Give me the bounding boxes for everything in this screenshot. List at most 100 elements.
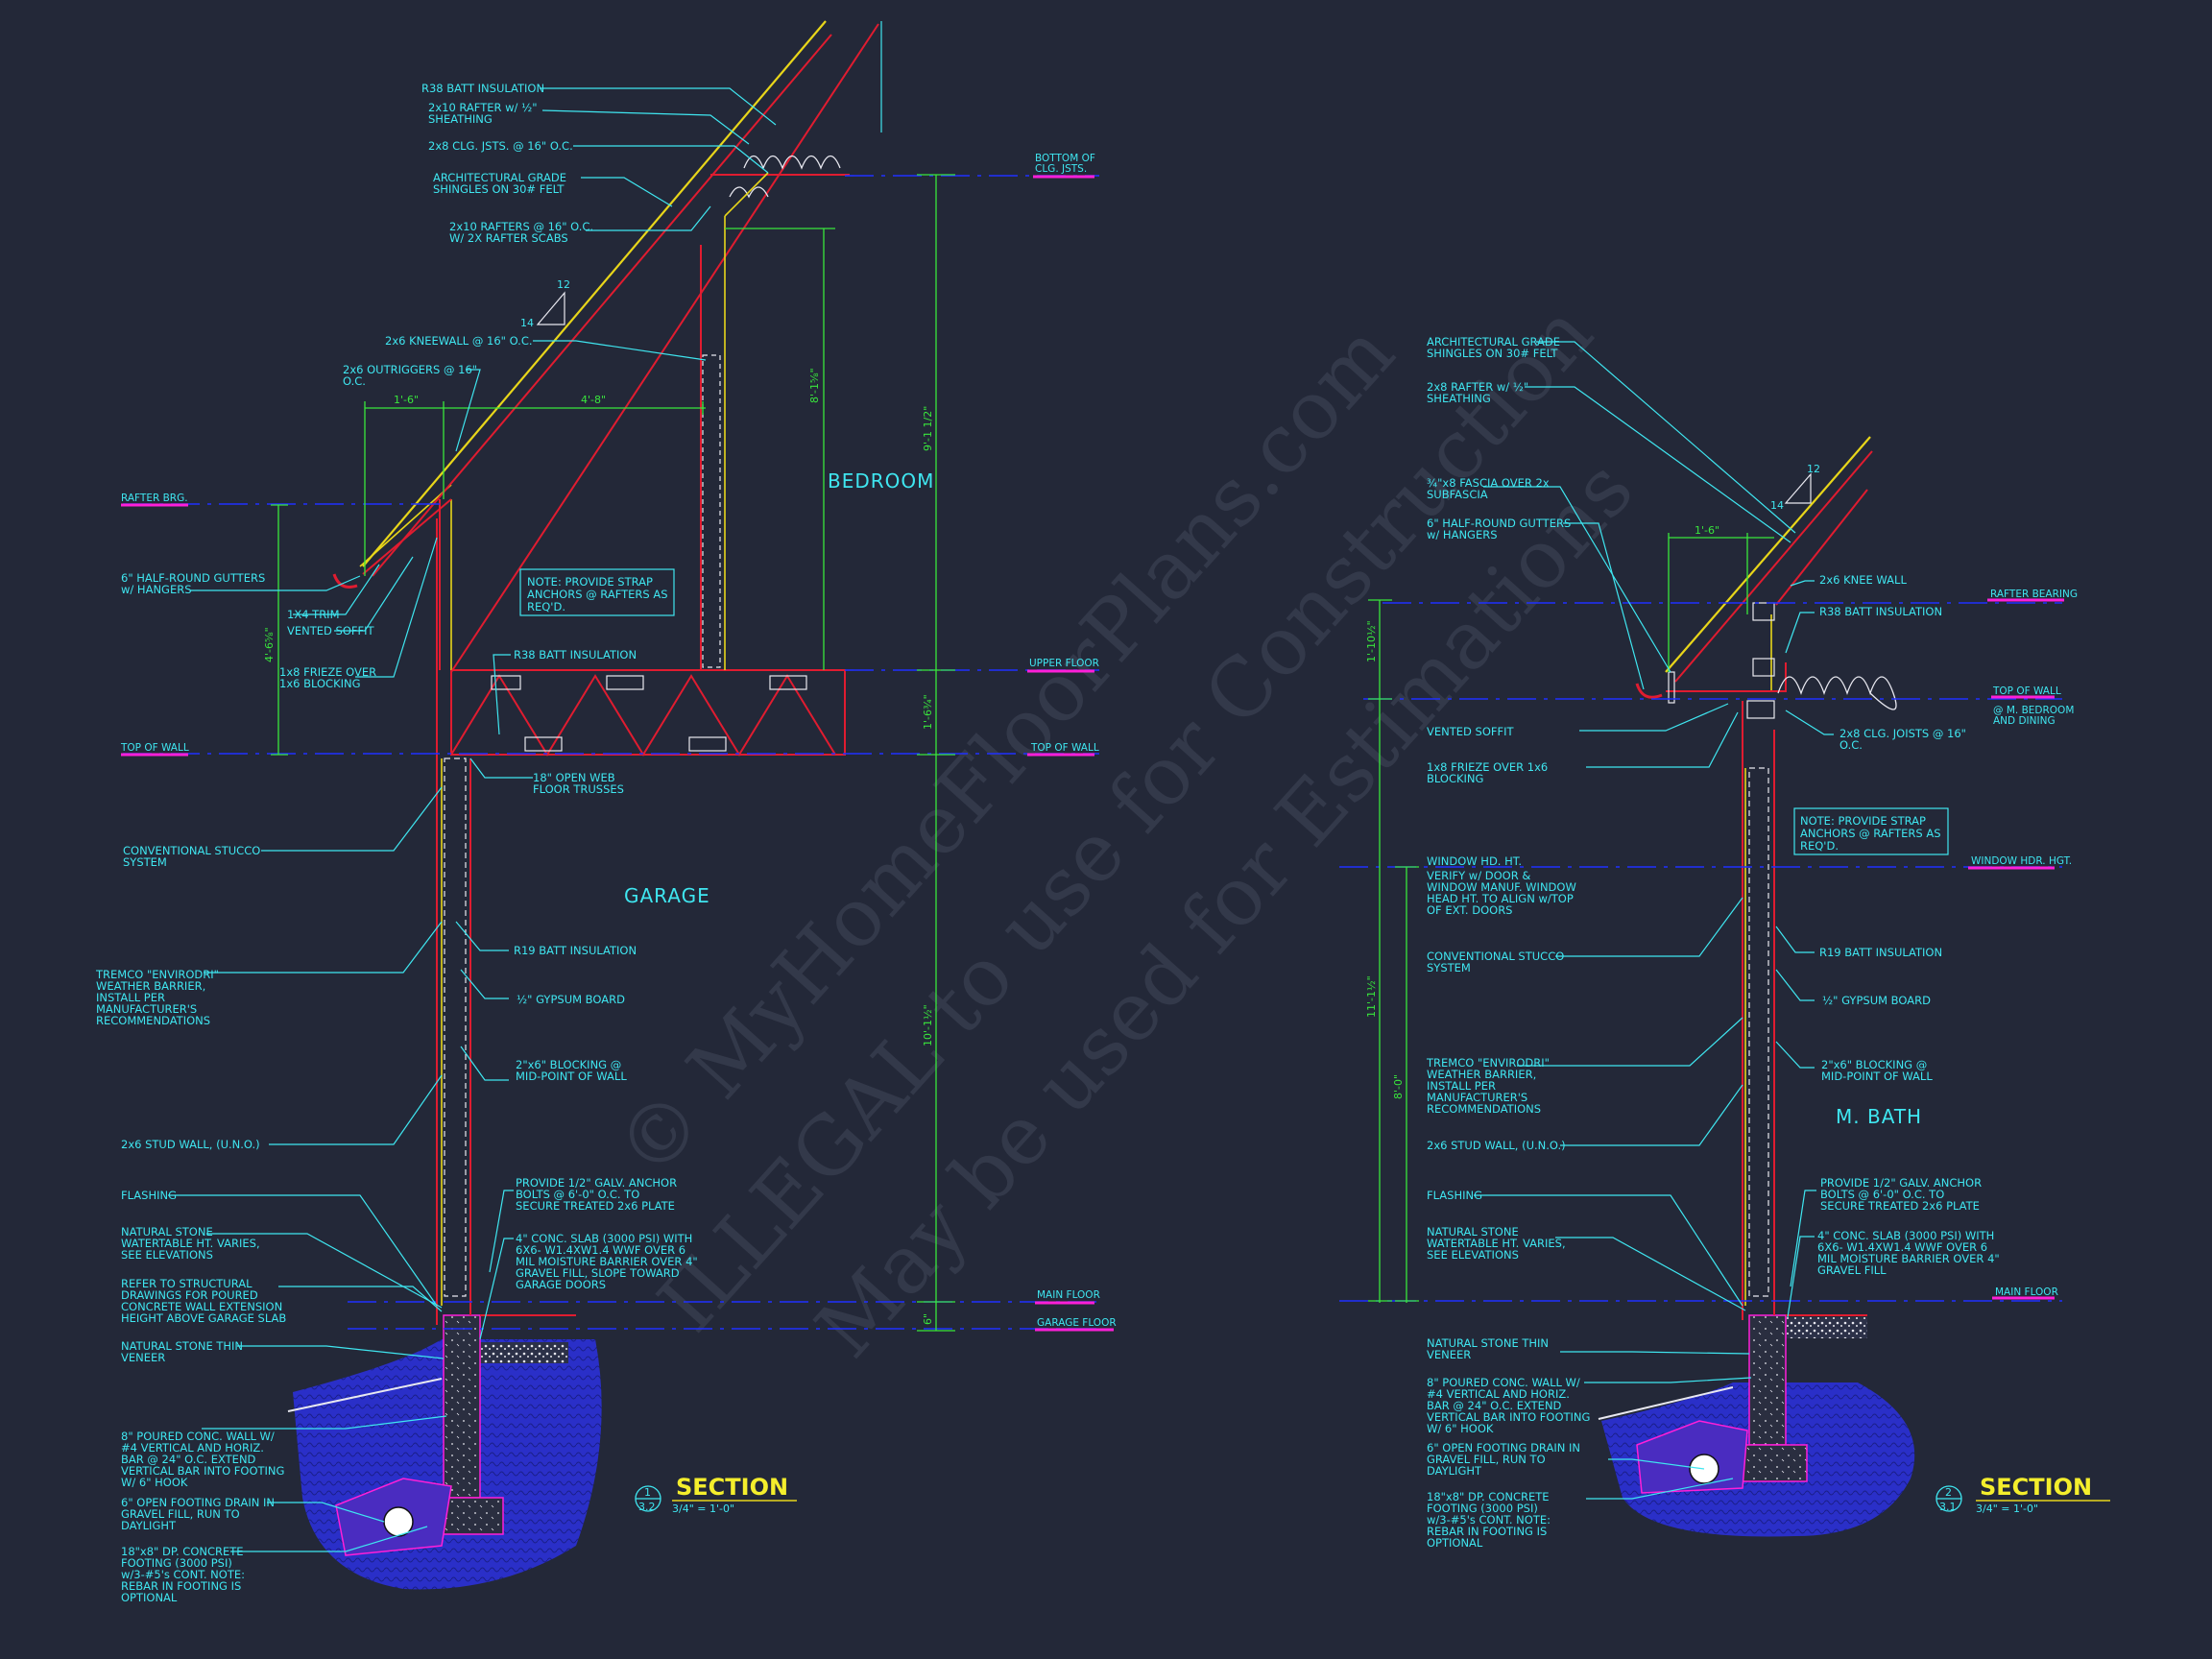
svg-text:WEATHER BARRIER,: WEATHER BARRIER, bbox=[1427, 1068, 1536, 1081]
svg-text:SHINGLES ON 30# FELT: SHINGLES ON 30# FELT bbox=[433, 182, 565, 196]
svg-text:MANUFACTURER'S: MANUFACTURER'S bbox=[96, 1002, 197, 1016]
svg-text:R19 BATT INSULATION: R19 BATT INSULATION bbox=[1819, 946, 1942, 959]
svg-text:REFER TO STRUCTURAL: REFER TO STRUCTURAL bbox=[121, 1277, 252, 1290]
svg-text:SEE ELEVATIONS: SEE ELEVATIONS bbox=[121, 1248, 213, 1262]
svg-text:SYSTEM: SYSTEM bbox=[1427, 961, 1471, 974]
svg-text:UPPER FLOOR: UPPER FLOOR bbox=[1029, 658, 1099, 669]
svg-text:O.C.: O.C. bbox=[343, 374, 366, 388]
wall-insulation-1 bbox=[444, 757, 467, 1297]
section-2-label: SECTION bbox=[1980, 1474, 2092, 1501]
watermark: © MyHomeFloorPlans.com ILLEGAL to use fo… bbox=[598, 286, 1651, 1375]
gravel-fill-2 bbox=[1786, 1317, 1867, 1338]
svg-text:VENEER: VENEER bbox=[121, 1351, 165, 1364]
svg-text:GRAVEL FILL, RUN TO: GRAVEL FILL, RUN TO bbox=[121, 1507, 240, 1521]
ceiling-insulation-2 bbox=[1777, 676, 1897, 710]
ceiling-insulation bbox=[729, 155, 841, 199]
svg-text:PROVIDE 1/2" GALV. ANCHOR: PROVIDE 1/2" GALV. ANCHOR bbox=[1820, 1176, 1982, 1190]
svg-text:SUBFASCIA: SUBFASCIA bbox=[1427, 488, 1488, 501]
svg-text:8" POURED CONC. WALL W/: 8" POURED CONC. WALL W/ bbox=[1427, 1376, 1580, 1389]
svg-text:HEAD HT. TO ALIGN w/TOP: HEAD HT. TO ALIGN w/TOP bbox=[1427, 892, 1574, 905]
dim-wall-ht-2: 11'-1½" bbox=[1365, 975, 1378, 1018]
svg-text:HEIGHT ABOVE GARAGE SLAB: HEIGHT ABOVE GARAGE SLAB bbox=[121, 1311, 286, 1325]
svg-text:MIL MOISTURE BARRIER OVER 4": MIL MOISTURE BARRIER OVER 4" bbox=[1817, 1252, 2000, 1265]
dim-upper-ht: 9'-1 1/2" bbox=[922, 406, 934, 451]
svg-text:6" OPEN FOOTING DRAIN IN: 6" OPEN FOOTING DRAIN IN bbox=[1427, 1441, 1580, 1455]
slope-indicator-1: 12 14 bbox=[520, 278, 570, 329]
svg-text:SHEATHING: SHEATHING bbox=[428, 112, 493, 126]
svg-text:BAR @ 24" O.C. EXTEND: BAR @ 24" O.C. EXTEND bbox=[121, 1453, 256, 1466]
svg-text:TOP OF WALL: TOP OF WALL bbox=[1030, 742, 1099, 754]
svg-text:RAFTER BRG.: RAFTER BRG. bbox=[121, 493, 188, 504]
section-2-leaders bbox=[1474, 341, 1834, 1500]
svg-text:@ M. BEDROOM: @ M. BEDROOM bbox=[1993, 705, 2074, 716]
svg-text:4" CONC. SLAB (3000 PSI) WITH: 4" CONC. SLAB (3000 PSI) WITH bbox=[1817, 1229, 1994, 1242]
svg-text:1x8 FRIEZE OVER: 1x8 FRIEZE OVER bbox=[279, 665, 376, 679]
section-1-title: 1 3.2 SECTION 3/4" = 1'-0" bbox=[635, 1474, 797, 1515]
svg-text:ANCHORS @ RAFTERS AS: ANCHORS @ RAFTERS AS bbox=[1800, 827, 1941, 840]
svg-text:R19 BATT INSULATION: R19 BATT INSULATION bbox=[514, 944, 637, 957]
dim-window-ht-2: 8'-0" bbox=[1392, 1074, 1405, 1099]
svg-text:CLG. JSTS.: CLG. JSTS. bbox=[1035, 163, 1087, 175]
svg-text:GRAVEL FILL, RUN TO: GRAVEL FILL, RUN TO bbox=[1427, 1453, 1546, 1466]
svg-text:SEE ELEVATIONS: SEE ELEVATIONS bbox=[1427, 1248, 1519, 1262]
svg-text:ARCHITECTURAL GRADE: ARCHITECTURAL GRADE bbox=[433, 171, 566, 184]
svg-text:6X6- W1.4XW1.4 WWF OVER 6: 6X6- W1.4XW1.4 WWF OVER 6 bbox=[516, 1243, 685, 1257]
svg-text:R38 BATT INSULATION: R38 BATT INSULATION bbox=[514, 648, 637, 661]
svg-text:NOTE: PROVIDE STRAP: NOTE: PROVIDE STRAP bbox=[527, 575, 653, 589]
section-2-title: 2 3.1 SECTION 3/4" = 1'-0" bbox=[1936, 1474, 2110, 1515]
room-bedroom: BEDROOM bbox=[828, 469, 934, 493]
svg-text:SHEATHING: SHEATHING bbox=[1427, 392, 1491, 405]
svg-text:WINDOW HD. HT.: WINDOW HD. HT. bbox=[1427, 854, 1522, 868]
svg-text:2"x6" BLOCKING @: 2"x6" BLOCKING @ bbox=[1821, 1058, 1927, 1071]
svg-text:WATERTABLE HT. VARIES,: WATERTABLE HT. VARIES, bbox=[1427, 1237, 1566, 1250]
svg-text:2x10 RAFTER w/ ½": 2x10 RAFTER w/ ½" bbox=[428, 101, 538, 114]
svg-text:DAYLIGHT: DAYLIGHT bbox=[121, 1519, 177, 1532]
svg-text:INSTALL PER: INSTALL PER bbox=[1427, 1079, 1496, 1093]
svg-text:RECOMMENDATIONS: RECOMMENDATIONS bbox=[96, 1014, 210, 1027]
svg-text:8" POURED CONC. WALL W/: 8" POURED CONC. WALL W/ bbox=[121, 1430, 275, 1443]
svg-text:BAR @ 24" O.C. EXTEND: BAR @ 24" O.C. EXTEND bbox=[1427, 1399, 1562, 1412]
svg-text:TREMCO "ENVIRODRI": TREMCO "ENVIRODRI" bbox=[1426, 1056, 1550, 1070]
svg-text:REQ'D.: REQ'D. bbox=[1800, 839, 1839, 853]
svg-text:AND DINING: AND DINING bbox=[1993, 715, 2056, 727]
svg-text:SYSTEM: SYSTEM bbox=[123, 855, 167, 869]
svg-text:CONVENTIONAL STUCCO: CONVENTIONAL STUCCO bbox=[1427, 950, 1564, 963]
svg-text:W/ 6" HOOK: W/ 6" HOOK bbox=[1427, 1422, 1494, 1435]
svg-text:2x6 STUD WALL, (U.N.O.): 2x6 STUD WALL, (U.N.O.) bbox=[1427, 1139, 1566, 1152]
svg-text:REBAR IN FOOTING IS: REBAR IN FOOTING IS bbox=[1427, 1525, 1547, 1538]
svg-text:FLASHING: FLASHING bbox=[1427, 1189, 1482, 1202]
svg-text:w/3-#5's CONT. NOTE:: w/3-#5's CONT. NOTE: bbox=[1427, 1513, 1551, 1527]
section-1-dimensions: 1'-6" 4'-8" 8'-1⅝" 9'-1 1/2" 4'-6⅝" 1'-6… bbox=[263, 174, 955, 1332]
svg-text:1: 1 bbox=[644, 1486, 651, 1499]
svg-text:RAFTER BEARING: RAFTER BEARING bbox=[1990, 589, 2078, 600]
svg-text:FOOTING (3000 PSI): FOOTING (3000 PSI) bbox=[121, 1556, 232, 1570]
svg-text:RECOMMENDATIONS: RECOMMENDATIONS bbox=[1427, 1102, 1541, 1116]
svg-text:1X4 TRIM: 1X4 TRIM bbox=[287, 608, 340, 621]
svg-text:VENTED SOFFIT: VENTED SOFFIT bbox=[1427, 725, 1515, 738]
section-1-level-labels: BOTTOM OF CLG. JSTS. RAFTER BRG. UPPER F… bbox=[120, 153, 1117, 1329]
svg-text:1x8 FRIEZE OVER 1x6: 1x8 FRIEZE OVER 1x6 bbox=[1427, 760, 1548, 774]
svg-text:ARCHITECTURAL GRADE: ARCHITECTURAL GRADE bbox=[1427, 335, 1560, 349]
svg-text:SECURE TREATED 2x6 PLATE: SECURE TREATED 2x6 PLATE bbox=[516, 1199, 675, 1213]
dim-overhang-2: 1'-6" bbox=[1695, 524, 1719, 537]
dim-eave-ht: 4'-6⅝" bbox=[263, 627, 276, 662]
svg-text:W/ 6" HOOK: W/ 6" HOOK bbox=[121, 1476, 188, 1489]
section-1-levels bbox=[121, 175, 1114, 1332]
dim-knee-ht: 8'-1⅝" bbox=[808, 368, 821, 403]
svg-text:WINDOW MANUF. WINDOW: WINDOW MANUF. WINDOW bbox=[1427, 880, 1576, 894]
svg-text:GARAGE FLOOR: GARAGE FLOOR bbox=[1037, 1317, 1117, 1329]
svg-text:w/3-#5's CONT. NOTE:: w/3-#5's CONT. NOTE: bbox=[121, 1568, 245, 1581]
svg-text:FLASHING: FLASHING bbox=[121, 1189, 177, 1202]
svg-text:2x8 CLG. JOISTS @ 16": 2x8 CLG. JOISTS @ 16" bbox=[1839, 727, 1966, 740]
section-1-leaders bbox=[168, 87, 777, 1552]
svg-text:VENTED SOFFIT: VENTED SOFFIT bbox=[287, 624, 375, 637]
svg-text:NATURAL STONE: NATURAL STONE bbox=[121, 1225, 213, 1238]
svg-text:MID-POINT OF WALL: MID-POINT OF WALL bbox=[516, 1070, 627, 1083]
svg-text:¾"x8 FASCIA OVER 2x: ¾"x8 FASCIA OVER 2x bbox=[1427, 476, 1550, 490]
svg-text:R38 BATT INSULATION: R38 BATT INSULATION bbox=[421, 82, 544, 95]
svg-text:WATERTABLE HT. VARIES,: WATERTABLE HT. VARIES, bbox=[121, 1237, 260, 1250]
slope-indicator-2: 12 14 bbox=[1770, 463, 1820, 512]
svg-text:NATURAL STONE THIN: NATURAL STONE THIN bbox=[121, 1339, 243, 1353]
svg-text:6" HALF-ROUND GUTTERS: 6" HALF-ROUND GUTTERS bbox=[121, 571, 265, 585]
